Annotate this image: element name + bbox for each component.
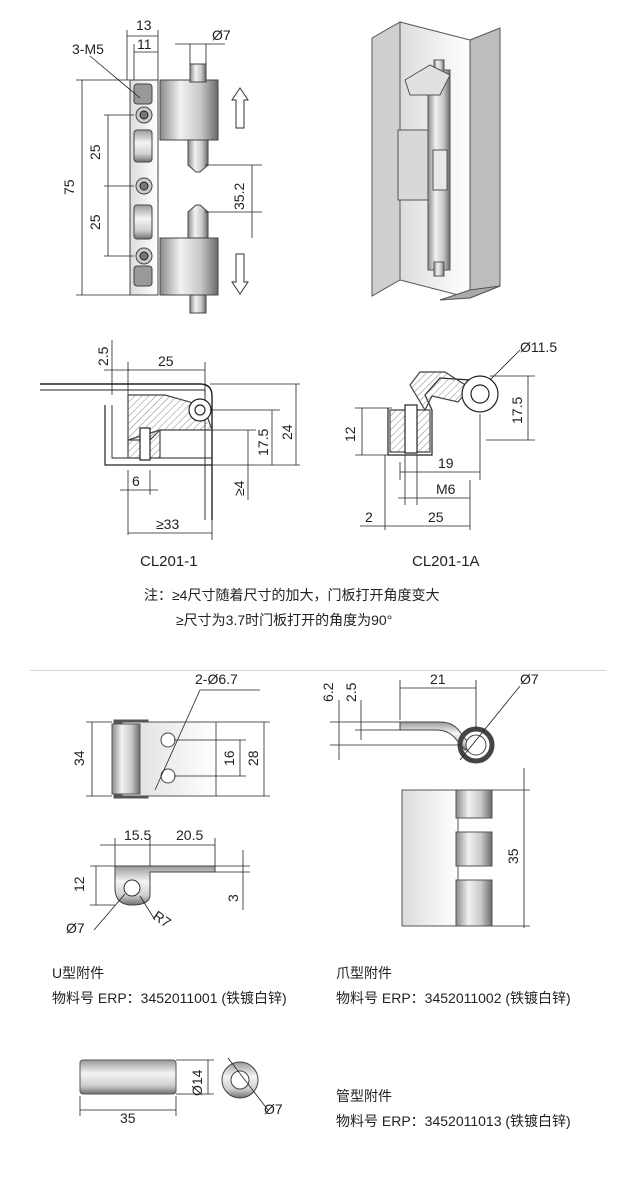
- tube-type-views: [79, 1059, 259, 1099]
- section-divider: [30, 670, 606, 671]
- claw-type-dim-21: 21: [430, 671, 446, 687]
- u-type-dim-16: 16: [221, 750, 237, 766]
- tube-type-dim-35: 35: [120, 1110, 136, 1126]
- note-line-1: 注：≥4尺寸随着尺寸的加大，门板打开角度变大: [144, 587, 440, 603]
- hinge-3d-view: [371, 21, 501, 301]
- tube-type-title: 管型附件: [336, 1088, 392, 1104]
- u-type-dim-15-5: 15.5: [124, 827, 151, 843]
- claw-type-dim-phi7: Ø7: [520, 671, 539, 687]
- u-type-side-view: [114, 865, 216, 906]
- claw-type-dim-35: 35: [505, 848, 521, 864]
- cl201-1-dim-2-5: 2.5: [95, 346, 111, 366]
- caption-cl201-1a: CL201-1A: [412, 553, 480, 570]
- section-cl201-1a: [387, 371, 499, 456]
- cl201-1a-dim-12: 12: [342, 426, 358, 442]
- section-cl201-1a-dims: [355, 349, 535, 530]
- section-cl201-1: [40, 383, 213, 520]
- cl201-1a-dim-17-5: 17.5: [509, 397, 525, 424]
- hinge-front-dim-lines: [76, 30, 262, 296]
- u-type-erp: 物料号 ERP：3452011001 (铁镀白锌): [52, 990, 287, 1006]
- cl201-1a-dim-phi11-5: Ø11.5: [520, 339, 557, 355]
- u-type-dim-12: 12: [71, 876, 87, 892]
- claw-type-side-view: [399, 721, 495, 764]
- u-type-dim-28: 28: [245, 750, 261, 766]
- u-type-dim-34: 34: [71, 750, 87, 766]
- dim-13: 13: [136, 17, 152, 33]
- tube-type-dims: [79, 1057, 269, 1116]
- cl201-1-dim-25: 25: [158, 353, 174, 369]
- tube-type-dim-phi14: Ø14: [189, 1069, 205, 1096]
- cl201-1-dim-17-5: 17.5: [255, 429, 271, 456]
- u-type-title: U型附件: [52, 965, 105, 981]
- u-type-front-dims: [86, 689, 270, 797]
- claw-type-title: 爪型附件: [336, 965, 392, 981]
- cl201-1-dim-ge4: ≥4: [231, 480, 247, 496]
- section-cl201-1-dims: [104, 340, 300, 540]
- cl201-1-dim-6: 6: [132, 473, 140, 489]
- claw-type-dim-2-5: 2.5: [343, 682, 359, 702]
- dim-75: 75: [61, 179, 77, 195]
- claw-type-erp: 物料号 ERP：3452011002 (铁镀白锌): [336, 990, 571, 1006]
- claw-type-dim-6-2: 6.2: [320, 682, 336, 702]
- tube-type-dim-phi7: Ø7: [264, 1101, 283, 1117]
- u-type-dim-3: 3: [225, 894, 241, 902]
- u-type-dim-phi7: Ø7: [66, 920, 85, 936]
- cl201-1a-dim-2: 2: [365, 509, 373, 525]
- u-type-side-dims: [90, 838, 250, 931]
- cl201-1-dim-ge33: ≥33: [156, 516, 179, 532]
- cl201-1a-dim-m6: M6: [436, 481, 456, 497]
- cl201-1-dim-24: 24: [279, 424, 295, 440]
- dim-25b: 25: [87, 214, 103, 230]
- caption-cl201-1: CL201-1: [140, 553, 198, 570]
- u-type-dim-r7: R7: [150, 907, 174, 930]
- claw-type-side-dims: [330, 680, 521, 761]
- cl201-1a-dim-19: 19: [438, 455, 454, 471]
- dim-25a: 25: [87, 144, 103, 160]
- u-type-dim-holes: 2-Ø6.7: [195, 671, 238, 687]
- hinge-front-view: [129, 63, 249, 314]
- dim-35-2: 35.2: [231, 183, 247, 210]
- claw-type-front-dims: [492, 768, 530, 928]
- u-type-dim-20-5: 20.5: [176, 827, 203, 843]
- dim-3-m5: 3-M5: [72, 41, 104, 57]
- tube-type-erp: 物料号 ERP：3452011013 (铁镀白锌): [336, 1113, 571, 1129]
- u-type-front-view: [111, 719, 217, 799]
- dim-11: 11: [137, 36, 152, 52]
- claw-type-front-view: [401, 789, 493, 927]
- cl201-1a-dim-25: 25: [428, 509, 444, 525]
- note-line-2: ≥尺寸为3.7时门板打开的角度为90°: [176, 612, 393, 628]
- dim-phi7: Ø7: [212, 27, 231, 43]
